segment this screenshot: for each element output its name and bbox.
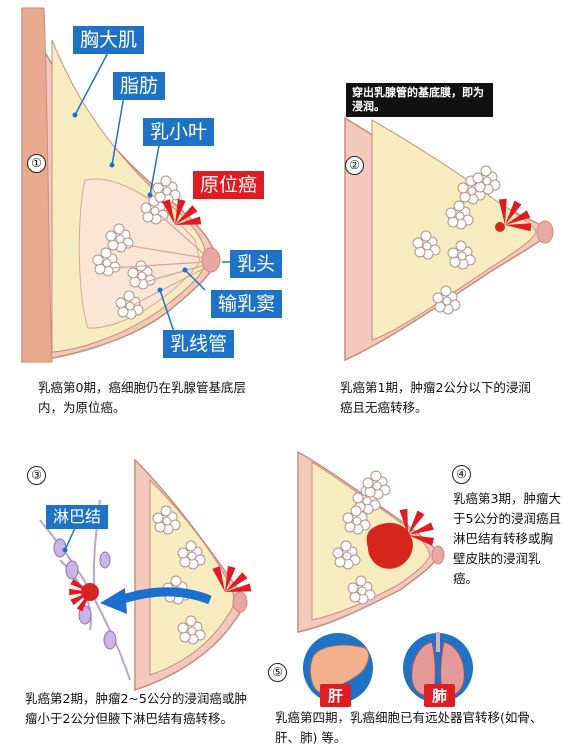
stage-number-3: ③ (27, 466, 46, 485)
label-lung: 肺 (424, 684, 456, 707)
invasion-note: 穿出乳腺管的基底膜，即为浸润。 (346, 83, 493, 117)
panel-stage-1 (344, 116, 554, 362)
label-chest-muscle: 胸大肌 (73, 26, 145, 54)
fat-tissue (371, 119, 537, 341)
caption-stage-3: 乳癌第3期，肿瘤大于5公分的浸润癌且淋巴结有转移或胸壁皮肤的浸润乳癌。 (453, 491, 561, 586)
nipple (232, 591, 248, 613)
tumor-small (495, 222, 505, 232)
label-lobule: 乳小叶 (143, 118, 215, 146)
nipple (536, 220, 554, 244)
caption-stage-4: 乳癌第四期，乳癌细胞已有远处器官转移(如骨、肝、肺) 等。 (275, 710, 543, 745)
stage-number-1: ① (27, 154, 46, 173)
gland-lobe (78, 178, 201, 329)
label-nipple: 乳头 (230, 250, 283, 278)
panel-stage-2 (25, 457, 252, 692)
lung-icon (411, 632, 465, 696)
liver-icon (309, 644, 369, 693)
label-fat: 脂肪 (113, 72, 166, 100)
label-liver: 肝 (320, 684, 352, 707)
label-in-situ: 原位癌 (193, 171, 265, 199)
stage-number-2: ② (345, 156, 364, 175)
label-lactiferous-sinus: 输乳窦 (211, 290, 283, 318)
label-lymph-node: 淋巴结 (46, 505, 109, 529)
stage-number-4: ④ (452, 465, 471, 484)
nipple (201, 247, 221, 273)
panel-stage-0 (21, 7, 232, 363)
tumor-large (366, 522, 413, 569)
caption-stage-0: 乳癌第0期，癌细胞仍在乳腺管基底层内，为原位癌。 (38, 380, 246, 415)
panel-stage-3 (297, 450, 445, 633)
caption-stage-2: 乳癌第2期，肿瘤2~5公分的浸润癌或肿瘤小于2公分但腋下淋巴结有癌转移。 (25, 691, 247, 726)
armpit-skin (25, 457, 140, 690)
stage-number-5: ⑤ (268, 663, 287, 682)
caption-stage-1: 乳癌第1期，肿瘤2公分以下的浸润癌且无癌转移。 (340, 380, 531, 415)
nipple (431, 545, 445, 565)
label-duct: 乳线管 (163, 330, 235, 358)
chest-muscle (21, 7, 53, 363)
metastasis-arrow (118, 587, 212, 605)
